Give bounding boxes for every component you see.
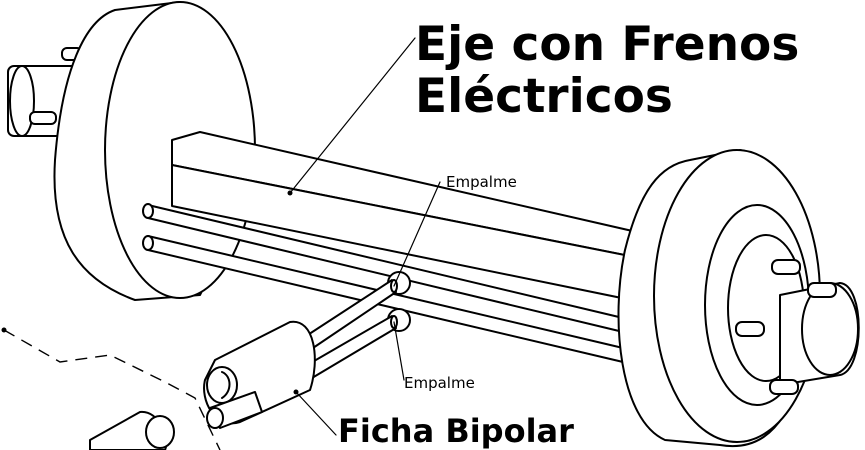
right-stud — [769, 379, 799, 395]
mating-face — [145, 415, 175, 449]
right-wheel-assembly — [617, 149, 860, 448]
dashed-cable — [3, 329, 221, 450]
right-stud — [807, 282, 837, 298]
plug-pin-end — [206, 407, 224, 429]
bipolar-plug — [203, 320, 316, 429]
plug-leader — [295, 391, 337, 436]
title-leader — [289, 37, 416, 194]
title-line-2: Eléctricos — [415, 69, 673, 124]
splice-bottom-label: Empalme — [404, 374, 475, 392]
plug-leader-dot — [293, 389, 299, 395]
right-stud — [735, 321, 765, 337]
wire-end — [142, 235, 154, 251]
wire-end — [142, 203, 154, 219]
plug-socket — [221, 371, 231, 399]
left-hub-face — [9, 65, 35, 137]
right-stud — [771, 259, 801, 275]
splice-top-label: Empalme — [446, 173, 517, 191]
connector-label: Ficha Bipolar — [338, 412, 574, 450]
title-leader-dot — [287, 190, 293, 196]
leader-lines — [287, 37, 441, 436]
title-line-1: Eje con Frenos — [415, 17, 799, 72]
splice-bottom-leader — [393, 321, 405, 381]
cable-end-dot — [1, 327, 7, 333]
left-stud — [29, 111, 57, 125]
splice-top-leader — [393, 181, 441, 287]
mating-connector — [89, 410, 175, 450]
